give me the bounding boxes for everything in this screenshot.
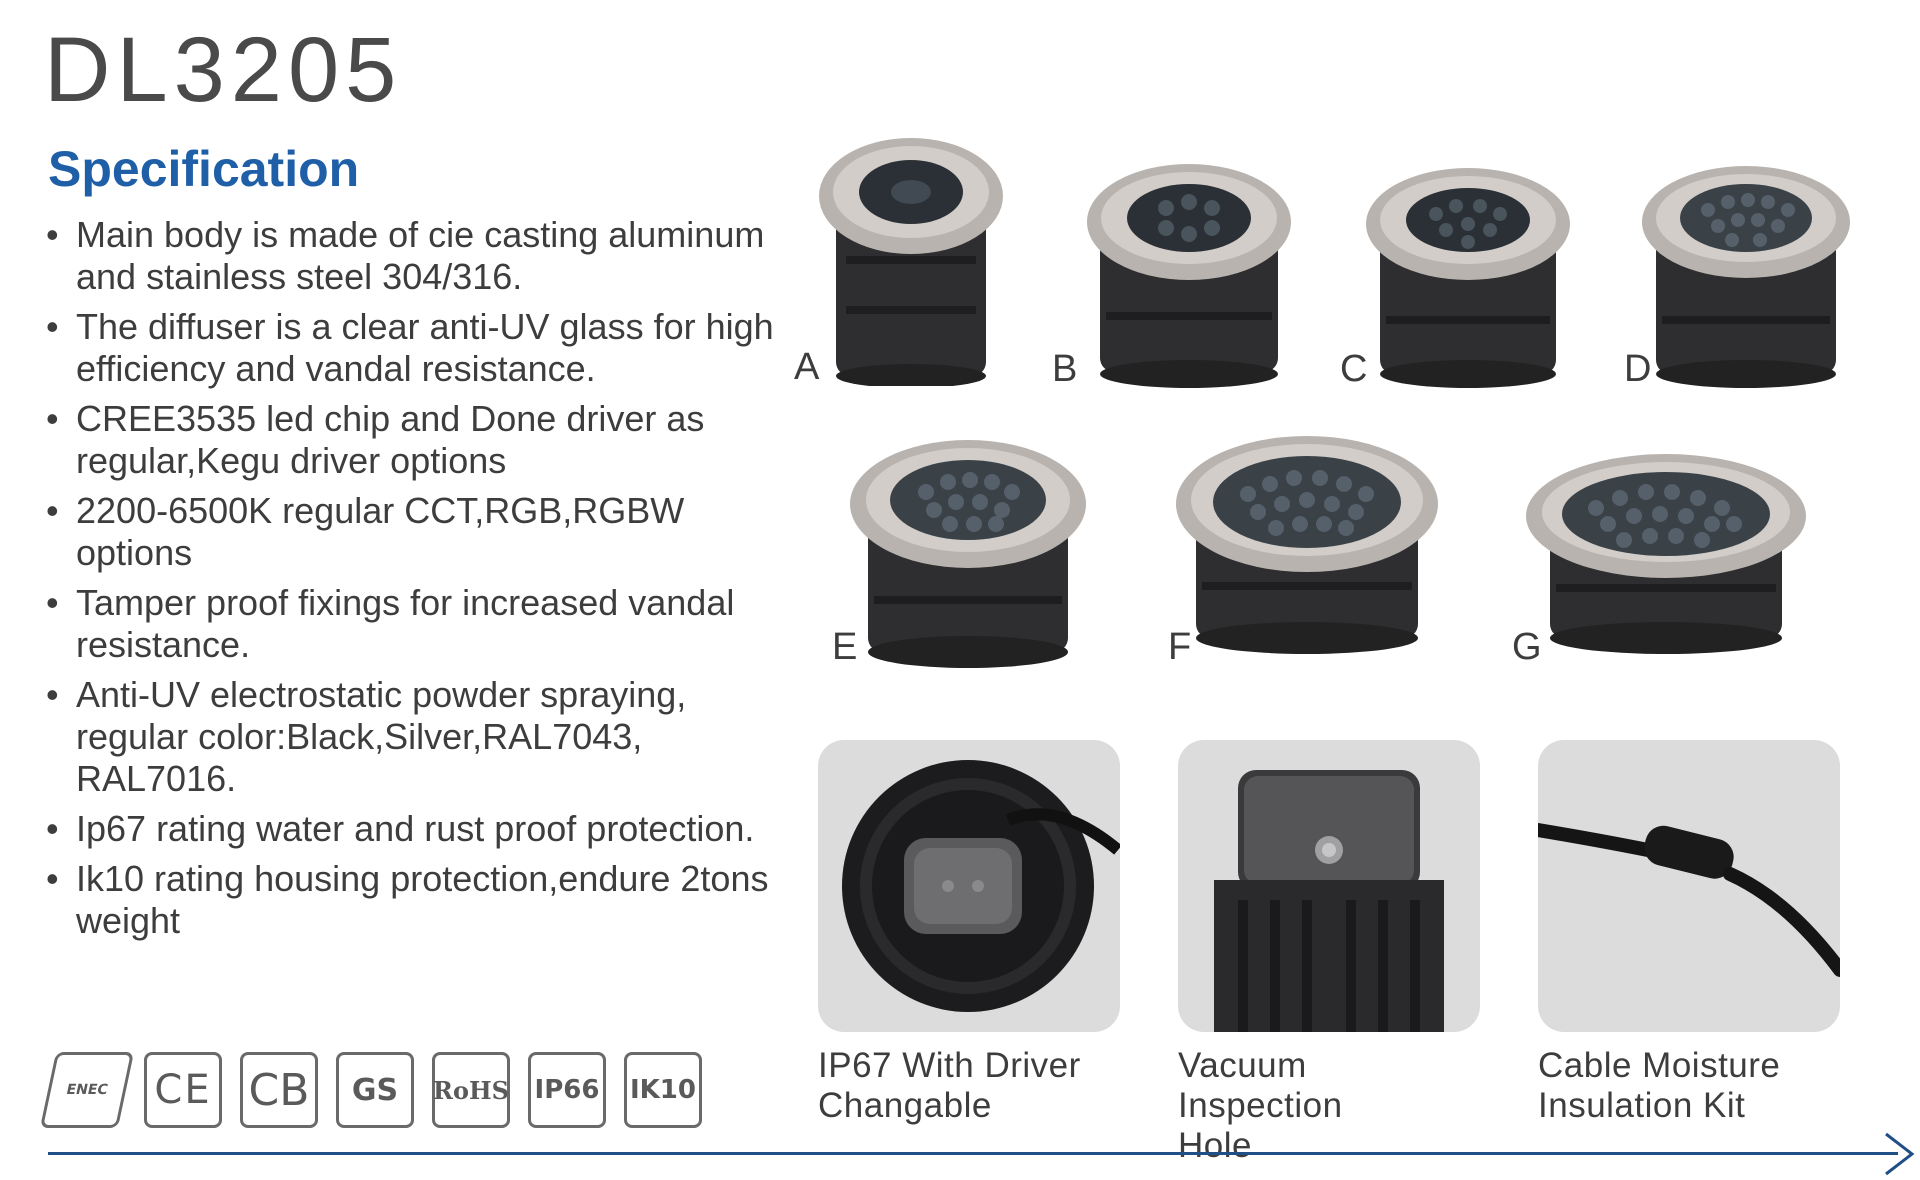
- feature-caption: Cable Moisture Insulation Kit: [1538, 1046, 1781, 1125]
- spec-item: Anti-UV electrostatic powder spraying, r…: [46, 674, 786, 800]
- spec-item: Tamper proof fixings for increased vanda…: [46, 582, 786, 666]
- product-b: B: [1052, 162, 1292, 392]
- driver-compartment-photo: [818, 740, 1120, 1032]
- feature-vacuum-inspection: Vacuum Inspection Hole: [1178, 740, 1480, 1166]
- vacuum-inspection-photo: [1178, 740, 1480, 1032]
- product-c: C: [1340, 166, 1570, 392]
- product-f: F: [1168, 432, 1438, 668]
- bottom-divider: [48, 1152, 1898, 1155]
- product-letter: G: [1512, 626, 1542, 668]
- feature-cable-insulation: Cable Moisture Insulation Kit: [1538, 740, 1840, 1126]
- certification-badges: ENEC CE CB GS RoHS IP66 IK10: [39, 1052, 702, 1128]
- product-e: E: [832, 436, 1086, 672]
- spec-item: Main body is made of cie casting aluminu…: [46, 214, 786, 298]
- light-fixture-b-image: [1087, 164, 1291, 388]
- light-fixture-f-image: [1176, 436, 1438, 654]
- light-fixture-g-image: [1526, 454, 1806, 654]
- product-d: D: [1624, 166, 1850, 392]
- spec-list: Main body is made of cie casting aluminu…: [46, 214, 786, 950]
- enec-badge: ENEC: [39, 1052, 135, 1128]
- gs-badge: GS: [336, 1052, 414, 1128]
- light-fixture-a-image: [819, 138, 1003, 386]
- spec-item: The diffuser is a clear anti-UV glass fo…: [46, 306, 786, 390]
- light-fixture-c-image: [1366, 168, 1570, 388]
- product-letter: F: [1168, 626, 1192, 668]
- product-letter: D: [1624, 348, 1652, 390]
- product-letter: B: [1052, 348, 1078, 390]
- light-fixture-d-image: [1642, 166, 1850, 388]
- feature-driver-changeable: IP67 With Driver Changable: [818, 740, 1120, 1126]
- light-fixture-e-image: [850, 440, 1086, 668]
- product-a: A: [794, 136, 1006, 388]
- product-letter: E: [832, 626, 858, 668]
- arrow-right-icon: [1885, 1132, 1915, 1176]
- rohs-badge: RoHS: [432, 1052, 510, 1128]
- cable-kit-photo: [1538, 740, 1840, 1032]
- spec-item: Ik10 rating housing protection,endure 2t…: [46, 858, 786, 942]
- product-g: G: [1512, 452, 1806, 668]
- ip66-badge: IP66: [528, 1052, 606, 1128]
- product-letter: C: [1340, 348, 1368, 390]
- specification-heading: Specification: [48, 141, 360, 197]
- spec-item: CREE3535 led chip and Done driver as reg…: [46, 398, 786, 482]
- spec-item: 2200-6500K regular CCT,RGB,RGBW options: [46, 490, 786, 574]
- ik10-badge: IK10: [624, 1052, 702, 1128]
- feature-caption: IP67 With Driver Changable: [818, 1046, 1081, 1125]
- product-letter: A: [794, 346, 820, 388]
- cb-badge: CB: [240, 1052, 318, 1128]
- ce-badge: CE: [144, 1052, 222, 1128]
- model-title: DL3205: [44, 19, 403, 121]
- feature-caption: Vacuum Inspection Hole: [1178, 1046, 1343, 1165]
- spec-item: Ip67 rating water and rust proof protect…: [46, 808, 786, 850]
